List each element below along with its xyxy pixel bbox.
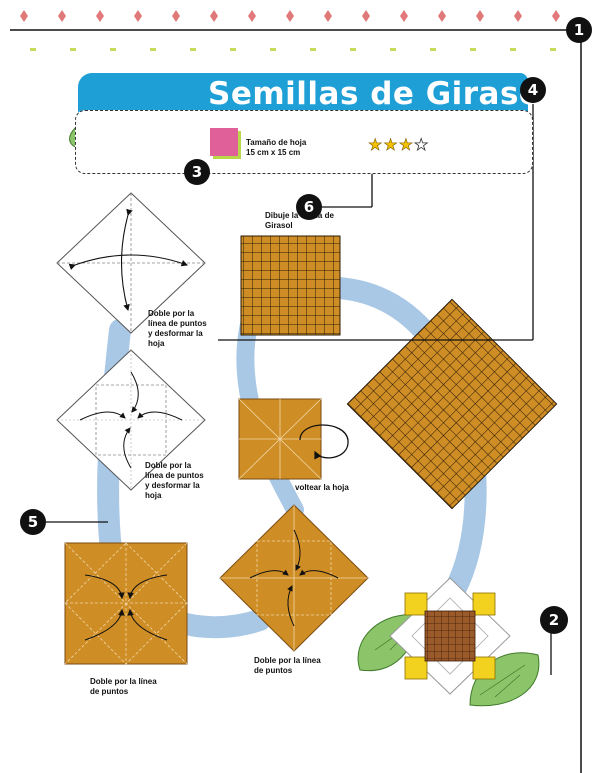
step5-paper-diagram <box>219 504 369 652</box>
paper-swatch-icon <box>210 128 238 156</box>
finished-sunflower-illustration <box>357 577 540 707</box>
step1-paper-diagram <box>56 192 206 334</box>
step2-label-line3: y desformar la <box>145 481 200 490</box>
step1-label-line2: línea de puntos <box>148 319 207 328</box>
step4-label-line2: de puntos <box>90 687 129 696</box>
page-title: Semillas de Girasol <box>208 76 552 112</box>
decorative-dash-row <box>30 48 556 51</box>
title-banner <box>78 73 528 116</box>
callout-badge-4: 4 <box>520 77 546 103</box>
flip-label: voltear la hoja <box>295 483 349 492</box>
paper-size-label: Tamaño de hoja <box>246 138 307 147</box>
callout-badge-5: 5 <box>20 509 46 535</box>
paper-size-value: 15 cm x 15 cm <box>246 148 301 157</box>
callout-badge-3: 3 <box>184 159 210 185</box>
star-filled-icon: ★ <box>398 137 415 154</box>
callout-badge-1: 1 <box>566 17 592 43</box>
star-filled-icon: ★ <box>383 137 399 154</box>
step1-label-line1: Doble por la <box>148 309 195 318</box>
difficulty-rating: ★★★★ <box>368 137 430 154</box>
star-empty-icon: ★ <box>414 137 430 154</box>
decorative-diamond-row <box>20 10 560 22</box>
callout-badge-6: 6 <box>296 194 322 220</box>
flip-arrow-icon <box>299 424 349 460</box>
large-grid-diamond <box>346 298 558 510</box>
callout-badge-2: 2 <box>540 606 568 634</box>
step4-paper-diagram <box>64 542 188 665</box>
step2-label-line1: Doble por la <box>145 461 192 470</box>
step5-label-line2: de puntos <box>254 666 293 675</box>
step1-label-line3: y desformar la <box>148 329 203 338</box>
step2-label-line4: hoja <box>145 491 162 500</box>
star-filled-icon: ★ <box>368 137 384 154</box>
step3-paper-diagram <box>238 398 349 480</box>
step5-label-line1: Doble por la línea <box>254 656 321 665</box>
pattern-label-line2: Girasol <box>265 221 293 230</box>
project-info-box <box>75 110 533 174</box>
step2-paper-diagram <box>56 349 206 491</box>
sunflower-pattern-square <box>240 235 341 336</box>
step2-label-line2: línea de puntos <box>145 471 204 480</box>
step4-label-line1: Doble por la línea <box>90 677 157 686</box>
step1-label-line4: hoja <box>148 339 165 348</box>
